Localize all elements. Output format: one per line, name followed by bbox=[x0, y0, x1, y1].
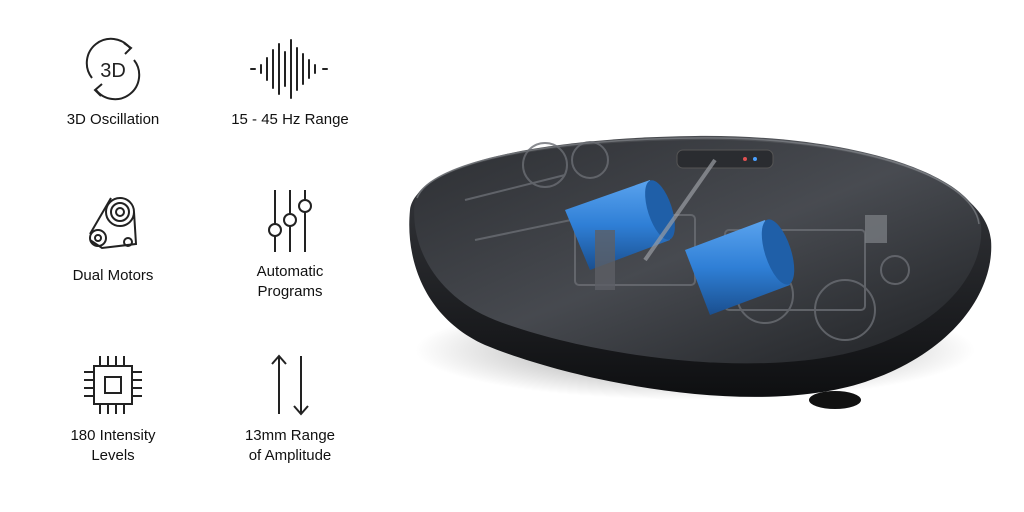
belt-pulley-icon bbox=[89, 197, 138, 250]
motor-right bbox=[685, 219, 795, 315]
feature-label: 13mm Range of Amplitude bbox=[244, 427, 336, 464]
feature-label: Automatic Programs bbox=[256, 263, 324, 300]
vibration-platform-image bbox=[409, 135, 992, 409]
feature-amplitude-range: 13mm Range of Amplitude bbox=[210, 350, 370, 466]
feature-label: 15 - 45 Hz Range bbox=[231, 111, 349, 128]
feature-hz-range: 15 - 45 Hz Range bbox=[210, 34, 370, 130]
feature-automatic-programs: Automatic Programs bbox=[210, 186, 370, 302]
platform-foot bbox=[809, 391, 861, 409]
feature-label: 3D Oscillation bbox=[66, 111, 160, 128]
up-down-arrows-icon bbox=[271, 354, 309, 416]
feature-label: 180 Intensity Levels bbox=[70, 427, 156, 464]
3d-rotate-icon: 3D bbox=[85, 37, 141, 101]
sliders-icon bbox=[268, 190, 312, 252]
feature-label: Dual Motors bbox=[72, 267, 154, 284]
3d-icon-text: 3D bbox=[100, 60, 126, 82]
feature-3d-oscillation: 3D 3D Oscillation bbox=[33, 34, 193, 130]
feature-intensity-levels: 180 Intensity Levels bbox=[33, 350, 193, 466]
sound-wave-icon bbox=[250, 39, 328, 99]
chip-icon bbox=[84, 356, 142, 414]
feature-dual-motors: Dual Motors bbox=[33, 190, 193, 286]
control-panel bbox=[676, 149, 774, 169]
